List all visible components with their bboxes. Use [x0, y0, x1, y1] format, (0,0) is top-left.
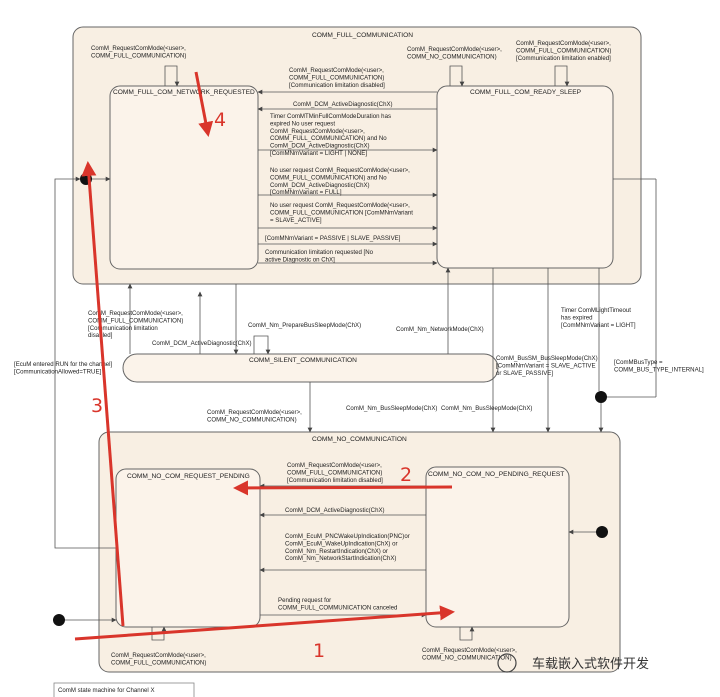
annotation-2: 2 — [400, 464, 412, 486]
transition-label-no-user-passive-1: COMM_FULL_COMMUNICATION [ComMNmVariant — [270, 209, 413, 216]
transition-label-ready-to-req-1: COMM_FULL_COMMUNICATION) — [289, 74, 384, 81]
transition-label-top-right-loop-0: ComM_RequestComMode(<user>, — [516, 40, 611, 47]
red-arrow-1 — [74, 605, 455, 641]
junction-node-bus — [595, 391, 607, 403]
transition-label-bussm-sleep-1: [ComMNmVariant = SLAVE_ACTIVE — [496, 362, 596, 369]
transition-label-pending-canceled-1: COMM_FULL_COMMUNICATION canceled — [278, 604, 397, 611]
red-arrow-4 — [194, 71, 214, 137]
loop-top-right — [554, 65, 570, 87]
state-full-req-title: COMM_FULL_COM_NETWORK_REQUESTED — [113, 89, 255, 96]
transition-label-bus-type-1: COMM_BUS_TYPE_INTERNAL] — [614, 366, 704, 373]
state-silent-title: COMM_SILENT_COMMUNICATION — [249, 357, 357, 364]
transition-label-no-user-full-3: [ComMNmVariant = FULL] — [270, 189, 342, 196]
state-no-pending-title: COMM_NO_COM_REQUEST_PENDING — [127, 473, 250, 480]
transition-label-silent-dcm-0: ComM_DCM_ActiveDiagnostic(ChX) — [152, 340, 252, 347]
transition-label-bussm-sleep-2: or SLAVE_PASSIVE] — [496, 370, 553, 377]
transition-label-top-left-loop-1: COMM_FULL_COMMUNICATION) — [91, 52, 186, 59]
transition-label-no-user-passive-2: = SLAVE_ACTIVE] — [270, 217, 322, 224]
transition-label-bottom-left-loop-0: ComM_RequestComMode(<user>, — [111, 652, 206, 659]
transition-label-nm-bus-sleep-1-0: ComM_Nm_BusSleepMode(ChX) — [346, 405, 437, 412]
state-full-title: COMM_FULL_COMMUNICATION — [312, 32, 413, 39]
transition-label-top-mid-loop-0: ComM_RequestComMode(<user>, — [407, 46, 502, 53]
transition-label-top-right-loop-2: [Communication limitation enabled] — [516, 55, 611, 62]
transition-label-timer-light-1: has expired — [561, 314, 593, 321]
initial-node-no-left — [53, 614, 65, 626]
annotation-1: 1 — [313, 640, 325, 662]
transition-label-bus-type-0: [ComMBusType = — [614, 359, 663, 366]
loop-top-mid — [449, 65, 465, 87]
transition-label-silent-to-req-0: ComM_RequestComMode(<user>, — [88, 310, 183, 317]
transition-label-prepare-bus-sleep-0: ComM_Nm_PrepareBusSleepMode(ChX) — [248, 322, 361, 329]
watermark-logo-icon — [497, 653, 517, 673]
transition-label-ready-to-req-2: [Communication limitation disabled] — [289, 82, 385, 89]
loop-top-left — [164, 65, 180, 87]
state-no-no-pending-request — [425, 466, 570, 628]
red-arrow-3 — [81, 161, 125, 627]
transition-label-limitation-req-1: active Diagnostic on ChX] — [265, 256, 335, 263]
transition-label-no-dcm-0: ComM_DCM_ActiveDiagnostic(ChX) — [285, 507, 385, 514]
transition-label-top-right-loop-1: COMM_FULL_COMMUNICATION) — [516, 47, 611, 54]
transition-label-no-req-full-0: ComM_RequestComMode(<user>, — [287, 462, 382, 469]
transition-label-timer-block-2: ComM_RequestComMode(<user>, — [270, 128, 365, 135]
transition-label-no-req-full-1: COMM_FULL_COMMUNICATION) — [287, 469, 382, 476]
state-no-title: COMM_NO_COMMUNICATION — [312, 436, 407, 443]
transition-label-timer-block-3: COMM_FULL_COMMUNICATION) and No — [270, 135, 387, 142]
transition-label-no-user-passive-0: No user request ComM_RequestComMode(<use… — [270, 202, 410, 209]
transition-label-bottom-right-loop-0: ComM_RequestComMode(<user>, — [422, 647, 517, 654]
transition-label-silent-loop-1: COMM_NO_COMMUNICATION) — [207, 416, 297, 423]
arrow-ecum-run — [54, 176, 116, 549]
transition-label-ecum-block-0: ComM_EcuM_PNCWakeUpIndication(PNC)or — [285, 533, 410, 540]
transition-label-timer-block-5: [ComMNmVariant = LIGHT | NONE] — [270, 150, 367, 157]
transition-label-silent-to-req-2: [Communication limitation — [88, 325, 158, 332]
note-box — [53, 682, 195, 697]
state-no-no-pending-title: COMM_NO_COM_NO_PENDING_REQUEST — [428, 471, 564, 478]
annotation-4: 4 — [214, 109, 226, 131]
transition-label-timer-block-0: Timer ComMTMinFullComModeDuration has — [270, 113, 391, 120]
loop-bottom-right — [459, 626, 475, 641]
transition-label-no-user-full-2: ComM_DCM_ActiveDiagnostic(ChX) — [270, 182, 370, 189]
watermark-text: 车载嵌入式软件开发 — [532, 656, 649, 672]
transition-label-silent-loop-0: ComM_RequestComMode(<user>, — [207, 409, 302, 416]
transition-label-no-req-full-2: [Communication limitation disabled] — [287, 477, 383, 484]
state-full-ready-title: COMM_FULL_COM_READY_SLEEP — [470, 89, 582, 96]
initial-node-no-right — [596, 526, 608, 538]
transition-label-limitation-req-0: Communication limitation requested [No — [265, 249, 374, 256]
transition-label-bottom-right-loop-1: COMM_NO_COMMUNICATION) — [422, 654, 512, 661]
transition-label-bussm-sleep-0: ComM_BusSM_BusSleepMode(ChX) — [496, 355, 598, 362]
transition-label-silent-to-req-1: COMM_FULL_COMMUNICATION) — [88, 317, 183, 324]
transition-label-pending-canceled-0: Pending request for — [278, 597, 331, 604]
transition-label-top-mid-loop-1: COMM_NO_COMMUNICATION) — [407, 53, 497, 60]
transition-label-ecum-block-1: ComM_EcuM_WakeUpIndication(ChX) or — [285, 540, 398, 547]
transition-label-ecum-run-0: [EcuM entered RUN for the channel] — [14, 361, 113, 368]
transition-label-ecum-block-2: ComM_Nm_RestartIndication(ChX) or — [285, 548, 388, 555]
transition-label-timer-block-4: ComM_DCM_ActiveDiagnostic(ChX) — [270, 143, 370, 150]
state-silent-communication — [122, 353, 499, 383]
transition-label-timer-light-2: [ComMNmVariant = LIGHT] — [561, 322, 636, 329]
transition-label-no-user-full-1: COMM_FULL_COMMUNICATION) and No — [270, 174, 387, 181]
transition-label-ecum-run-1: [CommunicationAllowed=TRUE] — [14, 368, 102, 375]
transition-label-dcm-active-0: ComM_DCM_ActiveDiagnostic(ChX) — [293, 101, 393, 108]
loop-silent — [253, 335, 271, 355]
state-no-request-pending — [115, 468, 261, 628]
transition-label-bottom-left-loop-1: COMM_FULL_COMMUNICATION) — [111, 659, 206, 666]
transition-label-network-mode-0: ComM_Nm_NetworkMode(ChX) — [396, 326, 484, 333]
red-arrow-2 — [233, 480, 453, 496]
state-full-ready-sleep — [436, 85, 614, 269]
transition-label-ready-to-req-0: ComM_RequestComMode(<user>, — [289, 67, 384, 74]
state-full-network-requested — [109, 85, 259, 270]
transition-label-timer-light-0: Timer ComMLightTimeout — [561, 307, 631, 314]
transition-label-nm-bus-sleep-2-0: ComM_Nm_BusSleepMode(ChX) — [441, 405, 532, 412]
transition-label-ecum-block-3: ComM_Nm_NetworkStartIndication(ChX) — [285, 555, 396, 562]
transition-label-top-left-loop-0: ComM_RequestComMode(<user>, — [91, 45, 186, 52]
transition-label-timer-block-1: expired No user request — [270, 120, 335, 127]
annotation-3: 3 — [91, 395, 103, 417]
note-text: ComM state machine for Channel X — [58, 687, 155, 694]
transition-label-no-user-full-0: No user request ComM_RequestComMode(<use… — [270, 167, 410, 174]
transition-label-passive-guard-0: [ComMNmVariant = PASSIVE | SLAVE_PASSIVE… — [265, 235, 401, 242]
